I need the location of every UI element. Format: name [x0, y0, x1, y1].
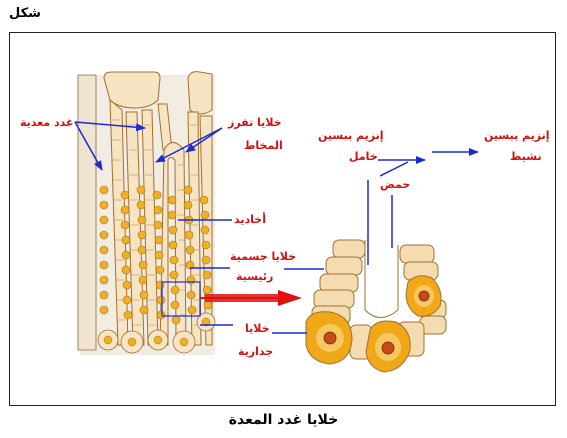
label-gastric-glands: غدد معدية — [20, 116, 74, 129]
label-pepsinogen-line1: إنزيم ببسين — [318, 129, 384, 142]
label-mucus-cells-line2: المخاط — [244, 139, 283, 152]
label-chief-cells-line1: خلايا جسمية — [230, 250, 297, 263]
label-pepsinogen-line2: خامل — [349, 150, 378, 163]
figure-corner-title: شكل — [9, 6, 41, 21]
magnify-arrow — [200, 290, 302, 306]
label-acid: حمض — [380, 178, 411, 191]
magnified-gland — [305, 239, 447, 373]
label-parietal-cells-line1: خلايا — [245, 322, 270, 335]
label-chief-cells-line2: رئيسية — [236, 270, 274, 283]
gastric-tissue-section — [77, 71, 216, 355]
figure-caption: خلايا غدد المعدة — [228, 412, 339, 428]
pointer-lines — [74, 121, 479, 334]
label-grooves: أخاديد — [234, 213, 266, 226]
label-pepsin-line2: نشيط — [510, 150, 542, 163]
label-mucus-cells-line1: خلايا تفرز — [228, 116, 282, 129]
label-pepsin-line1: إنزيم ببسين — [484, 129, 550, 142]
label-parietal-cells-line2: جدارية — [238, 345, 274, 358]
